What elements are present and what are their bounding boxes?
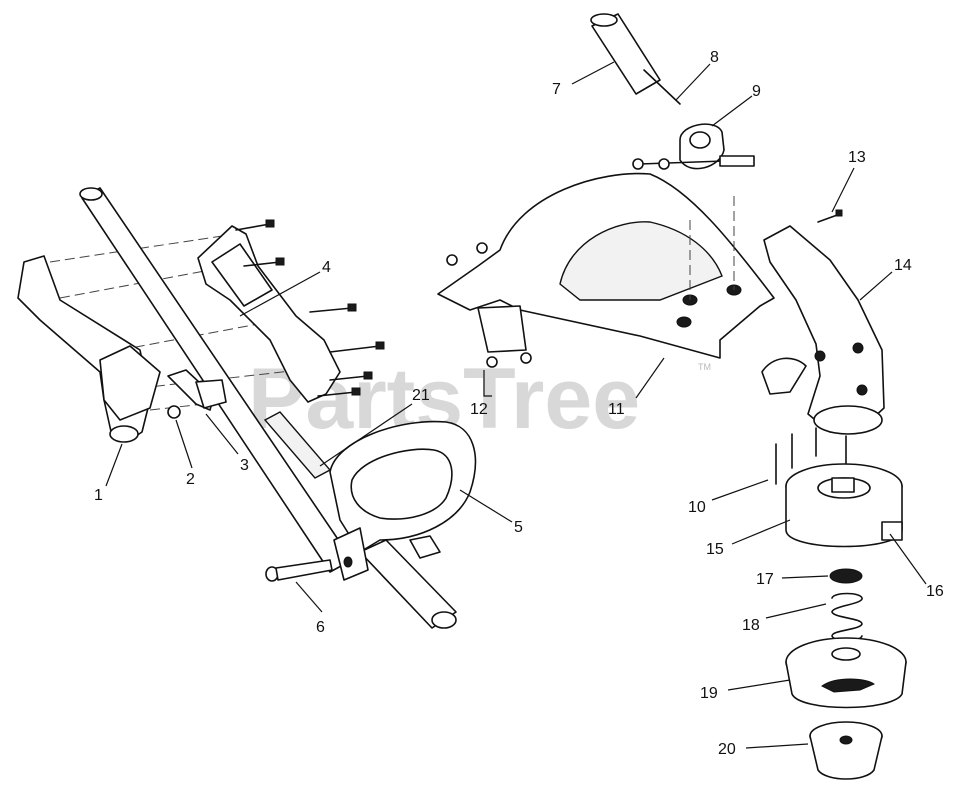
- callout-7: 7: [552, 81, 561, 98]
- callout-4: 4: [322, 259, 331, 276]
- gear-head-screw: [817, 209, 843, 223]
- lower-housing: [17, 255, 161, 443]
- callout-19: 19: [700, 685, 718, 702]
- callout-5: 5: [514, 519, 523, 536]
- upper-housing: [197, 225, 341, 403]
- callout-12: 12: [470, 401, 488, 418]
- leader-lines: [105, 61, 927, 749]
- loop-handle: [329, 420, 477, 629]
- trimmer-head-housing: [785, 463, 903, 548]
- deflector-shield: [437, 172, 775, 359]
- shaft-clamp: [632, 123, 755, 170]
- callout-6: 6: [316, 619, 325, 636]
- callout-1: 1: [94, 487, 103, 504]
- callout-20: 20: [718, 741, 736, 758]
- callout-18: 18: [742, 617, 760, 634]
- head-screws: [775, 427, 847, 485]
- callout-2: 2: [186, 471, 195, 488]
- callout-3: 3: [240, 457, 249, 474]
- callout-16: 16: [926, 583, 944, 600]
- spring: [831, 592, 863, 642]
- shield-hardware: [446, 196, 735, 368]
- spool: [785, 637, 907, 709]
- bump-knob: [809, 721, 883, 780]
- callout-11: 11: [608, 401, 625, 418]
- housing-screws: [235, 219, 385, 397]
- callout-8: 8: [710, 49, 719, 66]
- callout-17: 17: [756, 571, 774, 588]
- callout-9: 9: [752, 83, 761, 100]
- spacer-tube: [590, 13, 681, 105]
- callout-14: 14: [894, 257, 912, 274]
- nut-and-clip: [167, 369, 227, 419]
- callout-13: 13: [848, 149, 866, 166]
- watermark-trademark: TM: [698, 362, 711, 372]
- gear-head: [761, 225, 885, 435]
- callout-15: 15: [706, 541, 724, 558]
- callout-21: 21: [412, 387, 430, 404]
- handle-bolt: [265, 559, 333, 582]
- callout-10: 10: [688, 499, 706, 516]
- washer: [829, 568, 863, 584]
